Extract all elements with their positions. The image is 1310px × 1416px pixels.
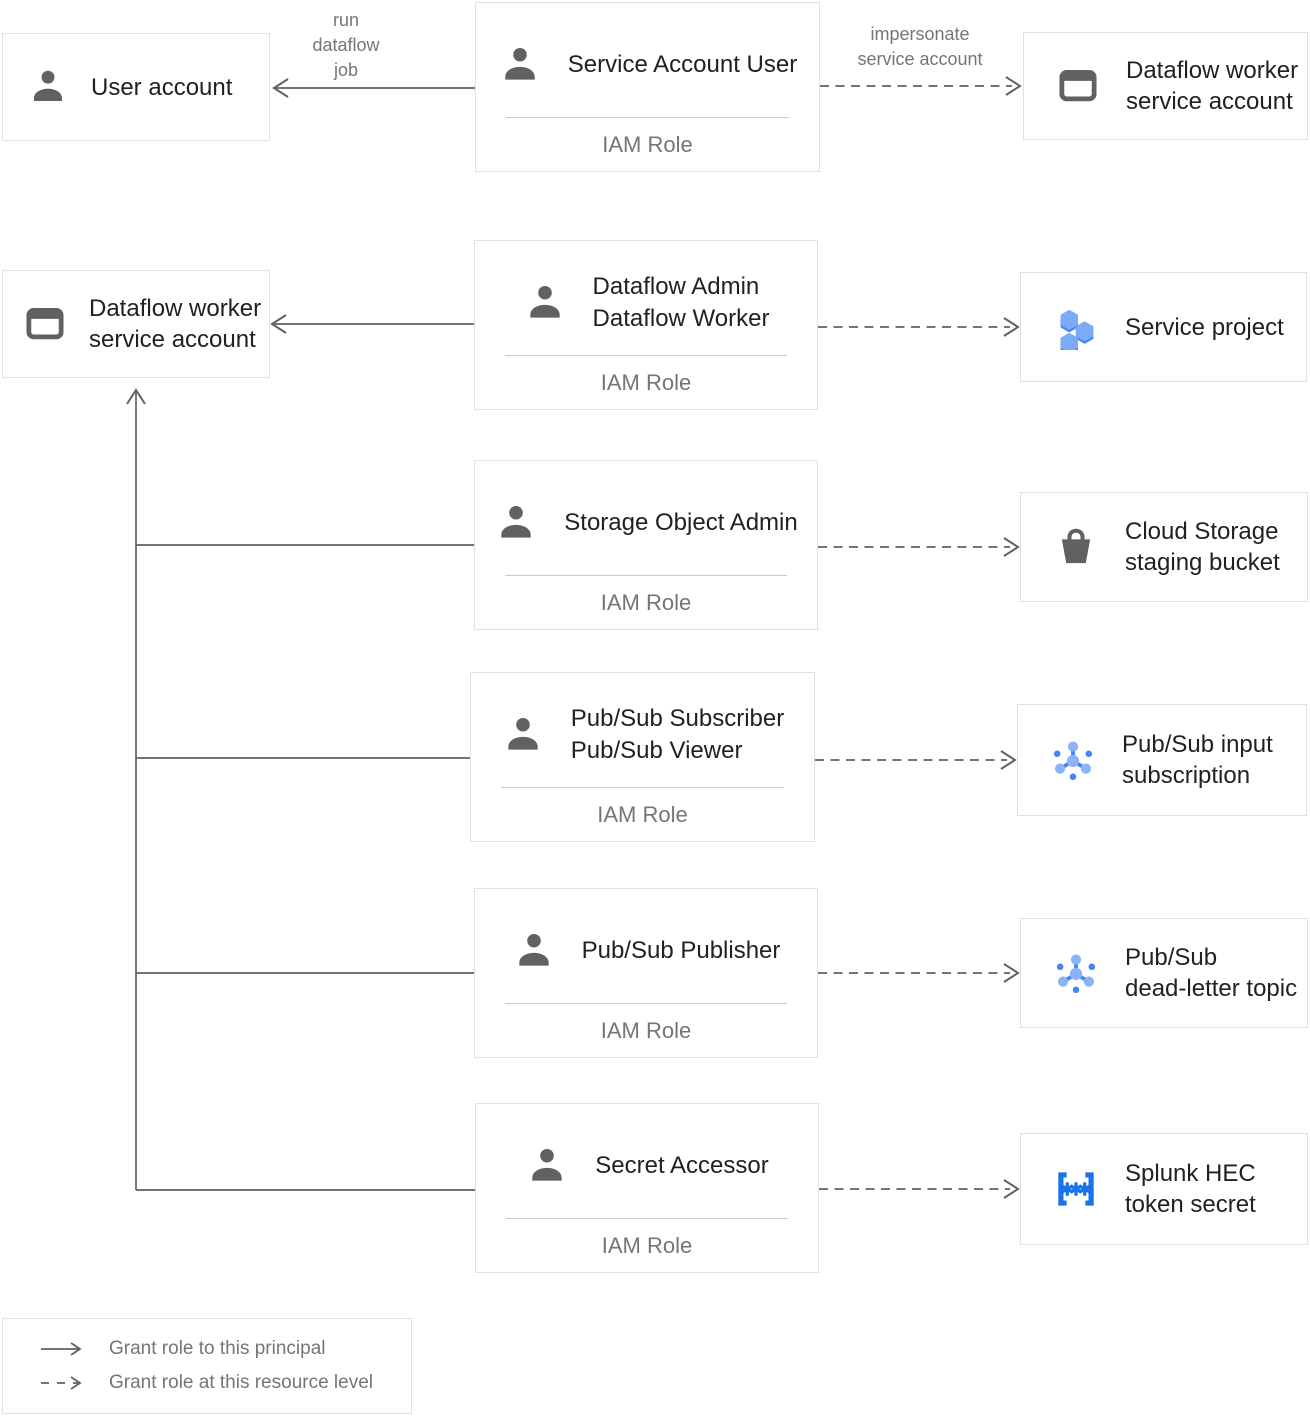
legend-solid-label: Grant role to this principal [109,1337,326,1359]
dataflow-worker-sa-box-top: Dataflow worker service account [1023,32,1308,140]
divider [505,1003,787,1004]
person-icon [494,501,538,545]
divider [505,575,787,576]
iam-box-secret-accessor: Secret Accessor IAM Role [475,1103,819,1273]
person-icon [501,713,545,757]
iam-box-header: Dataflow Admin Dataflow Worker [475,241,817,355]
person-icon [512,929,556,973]
iam-roles-label: Pub/Sub Publisher [581,937,781,964]
pubsub-dead-letter-topic-box: Pub/Sub dead-letter topic [1020,918,1308,1028]
user-account-box: User account [2,33,270,141]
iam-role-caption: IAM Role [602,131,693,157]
service-account-icon [1056,64,1100,108]
divider [506,1218,788,1219]
pubsub-dead-letter-topic-label: Pub/Sub dead-letter topic [1125,944,1298,1002]
iam-box-pubsub-publisher: Pub/Sub Publisher IAM Role [474,888,818,1058]
iam-box-pubsub-subscriber-viewer: Pub/Sub Subscriber Pub/Sub Viewer IAM Ro… [470,672,815,842]
iam-role-caption: IAM Role [597,801,688,827]
cloud-storage-bucket-label: Cloud Storage staging bucket [1125,518,1280,576]
pubsub-icon [1053,950,1099,996]
iam-roles-label: Storage Object Admin [564,509,798,536]
iam-box-service-account-user: Service Account User IAM Role [475,2,820,172]
impersonate-label: impersonate service account [857,24,983,69]
legend-row-dashed: Grant role at this resource level [39,1372,411,1394]
iam-box-header: Secret Accessor [476,1104,818,1218]
iam-box-header: Pub/Sub Publisher [475,889,817,1003]
iam-role-caption: IAM Role [600,369,692,395]
legend-dashed-label: Grant role at this resource level [109,1372,374,1394]
iam-box-header: Service Account User [476,3,819,117]
iam-roles-label: Secret Accessor [595,1152,769,1179]
person-icon [498,43,542,87]
secret-icon [1051,1164,1101,1214]
iam-roles-label: Dataflow Admin Dataflow Worker [592,273,770,332]
cloud-storage-bucket-box: Cloud Storage staging bucket [1020,492,1308,602]
iam-role-caption: IAM Role [600,589,692,615]
person-icon [27,66,69,108]
pubsub-icon [1050,737,1096,783]
iam-roles-label: Service Account User [567,51,798,78]
project-icon [1053,304,1099,350]
user-account-label: User account [91,73,233,101]
splunk-hec-token-secret-label: Splunk HEC token secret [1125,1160,1256,1218]
dataflow-worker-sa-label: Dataflow worker service account [1126,57,1299,115]
service-account-icon [23,302,67,346]
legend: Grant role to this principal Grant role … [2,1318,412,1414]
iam-box-header: Storage Object Admin [475,461,817,575]
service-project-label: Service project [1125,313,1284,341]
iam-box-storage-object-admin: Storage Object Admin IAM Role [474,460,818,630]
iam-roles-label: Pub/Sub Subscriber Pub/Sub Viewer [570,705,785,764]
service-project-box: Service project [1020,272,1307,382]
dataflow-worker-sa-box-left: Dataflow worker service account [2,270,270,378]
iam-box-dataflow-admin-worker: Dataflow Admin Dataflow Worker IAM Role [474,240,818,410]
dataflow-worker-sa-label: Dataflow worker service account [89,295,262,353]
legend-row-solid: Grant role to this principal [39,1338,411,1360]
person-icon [523,281,567,325]
iam-role-caption: IAM Role [600,1017,692,1043]
dashed-arrow-icon [41,1376,82,1391]
divider [505,355,787,356]
iam-role-caption: IAM Role [601,1232,693,1258]
divider [501,787,784,788]
bucket-icon [1053,524,1099,570]
pubsub-input-subscription-label: Pub/Sub input subscription [1122,731,1273,789]
pubsub-input-subscription-box: Pub/Sub input subscription [1017,704,1307,816]
person-icon [525,1144,569,1188]
solid-arrow-icon [41,1341,82,1356]
iam-box-header: Pub/Sub Subscriber Pub/Sub Viewer [471,673,814,787]
splunk-hec-token-secret-box: Splunk HEC token secret [1020,1133,1308,1245]
divider [506,117,789,118]
run-dataflow-job-label: run dataflow job [312,10,380,80]
